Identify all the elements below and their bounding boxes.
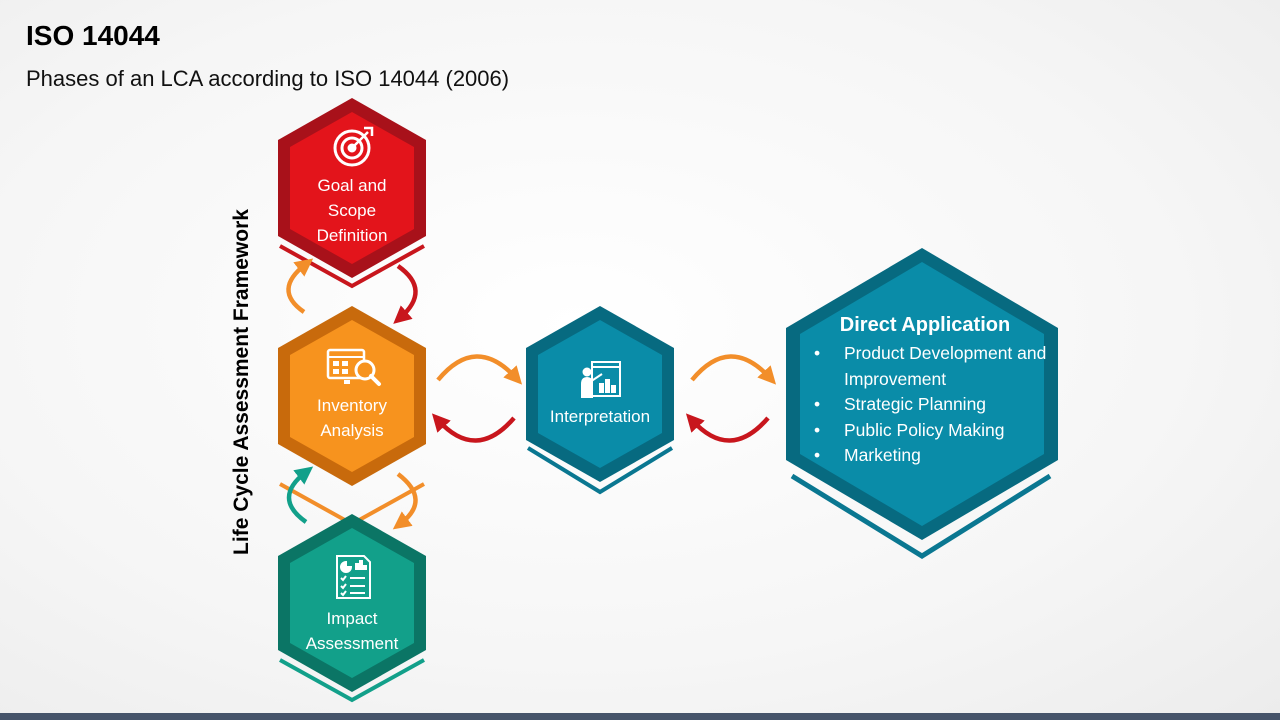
impact-hexagon <box>278 514 426 703</box>
list-item: Product Development and Improvement <box>800 341 1050 392</box>
goal-phase-label: Goal and Scope Definition <box>316 176 388 245</box>
report-checklist-icon <box>336 555 371 599</box>
cycle-arrow-from-direct-application <box>685 413 770 443</box>
list-item: Public Policy Making <box>800 418 1050 444</box>
cycle-arrow-to-direct-application <box>690 354 777 385</box>
cycle-arrow-goal-up <box>286 258 314 314</box>
direct-application-title: Direct Application <box>839 314 1011 336</box>
interpretation-phase-label: Interpretation <box>549 407 651 426</box>
interpretation-hexagon <box>526 306 674 495</box>
list-item: Strategic Planning <box>800 392 1050 418</box>
cycle-arrow-from-interpretation <box>431 413 516 443</box>
cycle-arrow-impact-up <box>286 466 314 524</box>
presentation-icon <box>581 361 621 398</box>
inventory-dashboard-icon <box>326 348 381 386</box>
cycle-arrow-to-interpretation <box>436 354 523 385</box>
impact-phase-label: Impact Assessment <box>305 609 399 653</box>
slide-subtitle: Phases of an LCA according to ISO 14044 … <box>26 66 510 91</box>
slide-title: ISO 14044 <box>26 20 160 51</box>
goal-hexagon <box>278 98 426 289</box>
cycle-arrow-inventory-down <box>392 472 418 530</box>
inventory-hexagon <box>278 306 426 527</box>
cycle-arrow-goal-down <box>393 264 418 324</box>
target-icon <box>333 126 374 167</box>
footer-bar <box>0 713 1280 720</box>
direct-application-list: Product Development and Improvement Stra… <box>800 341 1050 469</box>
list-item: Marketing <box>800 443 1050 469</box>
direct-application-box: Direct Application Product Development a… <box>800 314 1050 469</box>
inventory-phase-label: Inventory Analysis <box>317 396 387 440</box>
